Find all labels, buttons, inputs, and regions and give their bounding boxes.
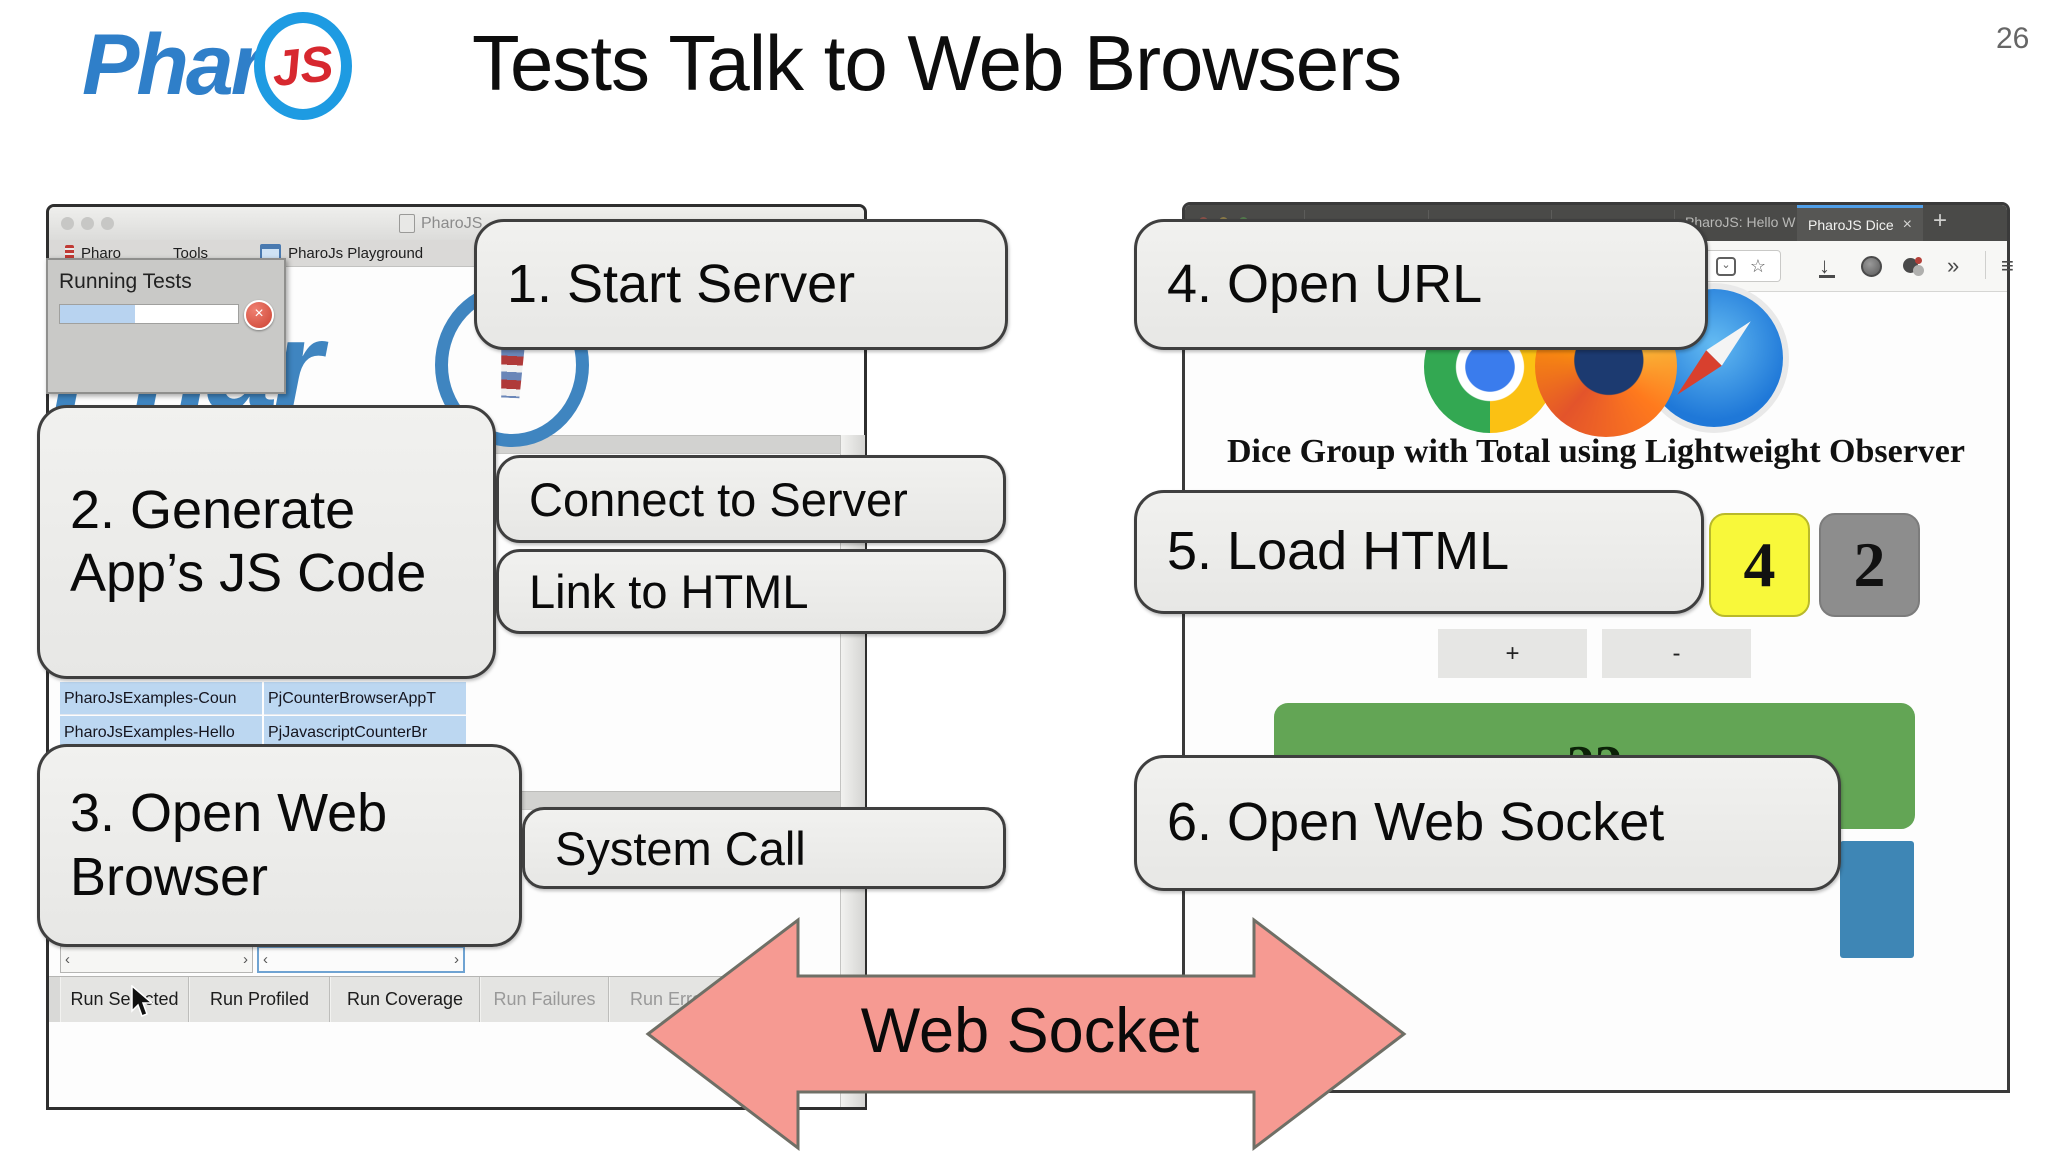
hamburger-menu-icon[interactable]: ≡ xyxy=(2001,253,2014,278)
pharojs-logo-js: JS xyxy=(269,34,337,98)
callout-step5: 5. Load HTML xyxy=(1134,490,1704,614)
decrement-button[interactable]: - xyxy=(1602,629,1751,678)
bookmark-box: ⌄ ☆ xyxy=(1701,250,1781,282)
die-value-2: 2 xyxy=(1819,513,1920,617)
callout-step2: 2. Generate App’s JS Code xyxy=(37,405,496,679)
toolbar-separator xyxy=(1985,251,1986,279)
run-coverage-button[interactable]: Run Coverage xyxy=(330,977,480,1022)
scroll-right-icon[interactable]: › xyxy=(454,951,459,968)
die-value-1: 4 xyxy=(1709,513,1810,617)
scroll-left-icon[interactable]: ‹ xyxy=(65,951,70,968)
run-selected-button[interactable]: Run Selected xyxy=(60,977,189,1022)
web-socket-arrow xyxy=(645,916,1407,1152)
test-cell[interactable]: PjJavascriptCounterBr xyxy=(264,716,466,749)
callout-system-call: System Call xyxy=(522,807,1006,889)
blue-bar xyxy=(1840,841,1914,958)
page-number: 26 xyxy=(1996,22,2030,55)
tab-pharojs-hello[interactable]: PharoJS: Hello W xyxy=(1685,214,1796,230)
horizontal-scrollbar-right[interactable]: ‹ › xyxy=(257,946,465,973)
pharojs-logo-circle: JS xyxy=(254,12,352,120)
cancel-tests-icon[interactable]: × xyxy=(244,300,274,330)
tests-progress-fill xyxy=(60,305,135,323)
increment-button[interactable]: + xyxy=(1438,629,1587,678)
run-profiled-button[interactable]: Run Profiled xyxy=(189,977,330,1022)
scroll-left-icon[interactable]: ‹ xyxy=(263,951,268,968)
pharojs-logo-text: Phar xyxy=(82,17,264,113)
callout-step3: 3. Open Web Browser xyxy=(37,744,522,947)
tests-progress-bar xyxy=(59,304,239,324)
callout-link: Link to HTML xyxy=(496,549,1006,634)
run-failures-button[interactable]: Run Failures xyxy=(480,977,609,1022)
bookmark-star-icon[interactable]: ☆ xyxy=(1749,255,1767,276)
test-list-row[interactable]: PharoJsExamples-Hello PjJavascriptCounte… xyxy=(60,716,468,750)
window-close-icon[interactable] xyxy=(61,217,74,230)
callout-step4: 4. Open URL xyxy=(1134,219,1708,350)
menu-pharo[interactable]: Pharo xyxy=(59,244,127,262)
extension-icon[interactable] xyxy=(1903,256,1927,278)
pharo-menu-icon xyxy=(65,244,74,262)
window-zoom-icon[interactable] xyxy=(101,217,114,230)
callout-connect: Connect to Server xyxy=(496,455,1006,543)
horizontal-scrollbar-left[interactable]: ‹ › xyxy=(60,946,253,973)
pharo-doc-icon xyxy=(399,214,415,233)
scroll-right-icon[interactable]: › xyxy=(243,951,248,968)
menu-tools[interactable]: Tools xyxy=(173,244,209,262)
overflow-icon[interactable]: » xyxy=(1947,253,1960,278)
pocket-icon[interactable]: ⌄ xyxy=(1715,256,1736,276)
callout-step1: 1. Start Server xyxy=(474,219,1008,350)
slide-title: Tests Talk to Web Browsers xyxy=(472,19,1402,107)
running-tests-label: Running Tests xyxy=(59,270,192,293)
pharo-titlebar: PharoJS xyxy=(49,207,864,241)
tab-close-icon[interactable]: × xyxy=(1902,215,1912,233)
callout-step6: 6. Open Web Socket xyxy=(1134,755,1841,891)
web-socket-label: Web Socket xyxy=(860,996,1200,1066)
pharo-window-title: PharoJS xyxy=(399,214,482,233)
running-tests-panel: Running Tests × xyxy=(46,258,286,394)
new-tab-button[interactable]: + xyxy=(1933,207,1948,234)
window-minimize-icon[interactable] xyxy=(81,217,94,230)
package-cell[interactable]: PharoJsExamples-Coun xyxy=(60,682,262,715)
menu-pharojs-playground[interactable]: PharoJs Playground xyxy=(254,244,429,262)
mouse-cursor-icon xyxy=(131,985,155,1017)
download-icon[interactable]: ↓ xyxy=(1819,254,1835,278)
tab-pharojs-dice[interactable]: PharoJS Dice × xyxy=(1797,205,1923,241)
monitor-hand-icon[interactable] xyxy=(1861,256,1882,277)
dice-page-heading: Dice Group with Total using Lightweight … xyxy=(1227,433,1965,470)
test-cell[interactable]: PjCounterBrowserAppT xyxy=(264,682,466,715)
test-list-row[interactable]: PharoJsExamples-Coun PjCounterBrowserApp… xyxy=(60,682,468,716)
